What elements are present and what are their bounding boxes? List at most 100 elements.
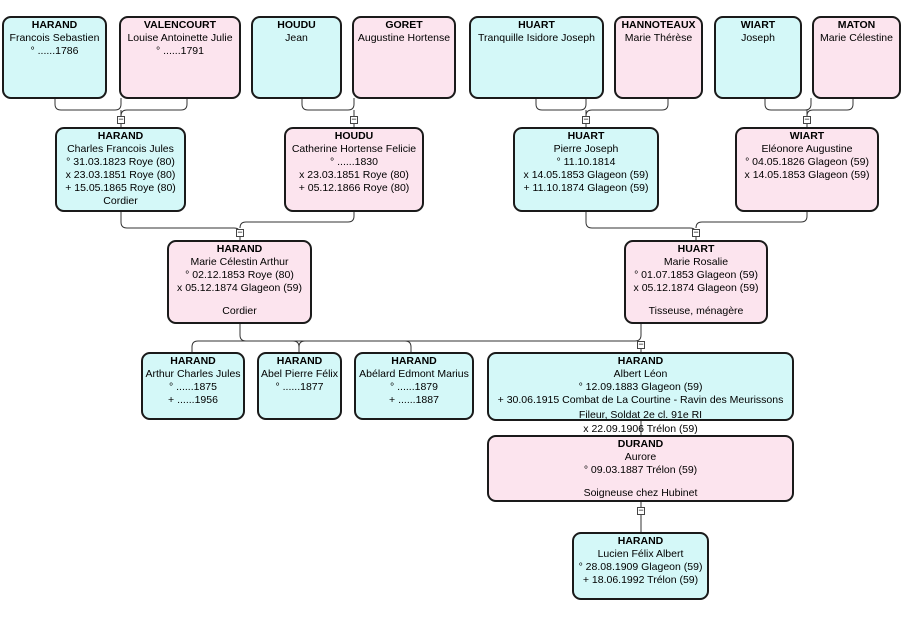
surname: HUART [567,130,605,142]
person-card[interactable]: VALENCOURT Louise Antoinette Julie ° ...… [119,16,241,99]
surname: DURAND [617,438,664,450]
marriage-line: x 23.03.1851 Roye (80) [65,169,176,181]
given-names: Eléonore Augustine [761,143,853,155]
surname: HARAND [97,130,144,142]
surname: GORET [385,19,423,31]
birth-line: ° ......1879 [390,381,438,393]
birth-line: ° 09.03.1887 Trélon (59) [583,464,698,476]
surname: HOUDU [277,19,316,31]
person-card[interactable]: HARAND Charles Francois Jules ° 31.03.18… [55,127,186,212]
given-names: Albert Léon [613,368,668,380]
given-names: Abélard Edmont Marius [359,368,469,380]
birth-line: ° 31.03.1823 Roye (80) [66,156,175,168]
surname: HARAND [617,355,664,367]
birth-line: ° ......1786 [30,45,79,57]
occupation: Tisseuse, ménagère [648,305,744,317]
birth-line: ° ......1875 [169,381,217,393]
surname: HARAND [391,355,437,367]
person-card[interactable]: HOUDU Jean [251,16,342,99]
given-names: Catherine Hortense Felicie [291,143,417,155]
birth-line: ° 11.10.1814 [556,156,616,168]
death-line: + 05.12.1866 Roye (80) [298,182,410,194]
person-card[interactable]: WIART Eléonore Augustine ° 04.05.1826 Gl… [735,127,879,212]
surname: HOUDU [334,130,374,142]
surname: HUART [677,243,715,255]
person-card[interactable]: HARAND Marie Célestin Arthur ° 02.12.185… [167,240,312,324]
surname: HARAND [276,355,323,367]
occupation: Cordier [103,195,138,207]
given-names: Francois Sebastien [9,32,100,44]
given-names: Pierre Joseph [553,143,619,155]
given-names: Aurore [624,451,657,463]
marriage-line: x 14.05.1853 Glageon (59) [523,169,649,181]
birth-line: ° ......1791 [156,45,204,57]
given-names: Marie Thérèse [624,32,693,44]
given-names: Jean [285,32,308,44]
given-names: Lucien Félix Albert [597,548,684,560]
birth-line: ° 04.05.1826 Glageon (59) [745,156,869,168]
given-names: Louise Antoinette Julie [127,32,233,44]
given-names: Marie Rosalie [663,256,729,268]
surname: HARAND [216,243,263,255]
birth-line: ° 01.07.1853 Glageon (59) [634,269,758,281]
surname: HANNOTEAUX [621,19,696,31]
person-card[interactable]: HANNOTEAUX Marie Thérèse [614,16,703,99]
given-names: Tranquille Isidore Joseph [478,32,595,44]
collapse-toggle[interactable]: − [637,339,645,349]
surname: HARAND [617,535,664,547]
surname: HARAND [31,19,78,31]
surname: HARAND [170,355,216,367]
marriage-line: x 23.03.1851 Roye (80) [299,169,409,181]
person-card[interactable]: HOUDU Catherine Hortense Felicie ° .....… [284,127,424,212]
surname: VALENCOURT [143,19,217,31]
person-card[interactable]: HARAND Francois Sebastien ° ......1786 [2,16,107,99]
collapse-toggle[interactable]: − [582,114,590,124]
occupation: Cordier [222,305,257,317]
person-card[interactable]: HUART Pierre Joseph ° 11.10.1814 x 14.05… [513,127,659,212]
person-card[interactable]: DURAND Aurore ° 09.03.1887 Trélon (59) S… [487,435,794,502]
given-names: Joseph [741,32,775,44]
occupation: Fileur, Soldat 2e cl. 91e RI [578,409,703,421]
person-card[interactable]: GORET Augustine Hortense [352,16,456,99]
collapse-toggle[interactable]: − [803,114,811,124]
given-names: Charles Francois Jules [67,143,174,155]
death-line: + 11.10.1874 Glageon (59) [523,182,649,194]
birth-line: ° 28.08.1909 Glageon (59) [578,561,703,573]
person-card[interactable]: HUART Marie Rosalie ° 01.07.1853 Glageon… [624,240,768,324]
death-line: + ......1887 [389,394,439,406]
marriage-label: x 22.09.1906 Trélon (59) [583,423,698,435]
death-line: + 18.06.1992 Trélon (59) [582,574,699,586]
given-names: Marie Célestin Arthur [190,256,289,268]
occupation: Soigneuse chez Hubinet [583,487,698,499]
collapse-toggle[interactable]: − [350,114,358,124]
birth-line: ° 02.12.1853 Roye (80) [185,269,294,281]
given-names: Abel Pierre Félix [260,368,339,380]
person-card[interactable]: HARAND Arthur Charles Jules ° ......1875… [141,352,245,420]
person-card[interactable]: HARAND Abélard Edmont Marius ° ......187… [354,352,474,420]
given-names: Augustine Hortense [357,32,451,44]
person-card[interactable]: WIART Joseph [714,16,802,99]
collapse-toggle[interactable]: − [637,505,645,515]
collapse-toggle[interactable]: − [236,227,244,237]
collapse-toggle[interactable]: − [117,114,125,124]
surname: WIART [789,130,825,142]
person-card[interactable]: HARAND Lucien Félix Albert ° 28.08.1909 … [572,532,709,600]
marriage-line: x 05.12.1874 Glageon (59) [177,282,302,294]
surname: WIART [740,19,776,31]
person-card[interactable]: HARAND Abel Pierre Félix ° ......1877 [257,352,342,420]
birth-line: ° 12.09.1883 Glageon (59) [578,381,703,393]
person-card[interactable]: MATON Marie Célestine [812,16,901,99]
death-line: + 30.06.1915 Combat de La Courtine - Rav… [497,394,784,406]
person-card[interactable]: HARAND Albert Léon ° 12.09.1883 Glageon … [487,352,794,421]
collapse-toggle[interactable]: − [692,227,700,237]
person-card[interactable]: HUART Tranquille Isidore Joseph [469,16,604,99]
surname: HUART [518,19,555,31]
birth-line: ° ......1830 [330,156,378,168]
birth-line: ° ......1877 [275,381,324,393]
death-line: + 15.05.1865 Roye (80) [65,182,176,194]
surname: MATON [837,19,876,31]
marriage-line: x 14.05.1853 Glageon (59) [744,169,870,181]
given-names: Marie Célestine [820,32,893,44]
death-line: + ......1956 [168,394,218,406]
given-names: Arthur Charles Jules [145,368,241,380]
